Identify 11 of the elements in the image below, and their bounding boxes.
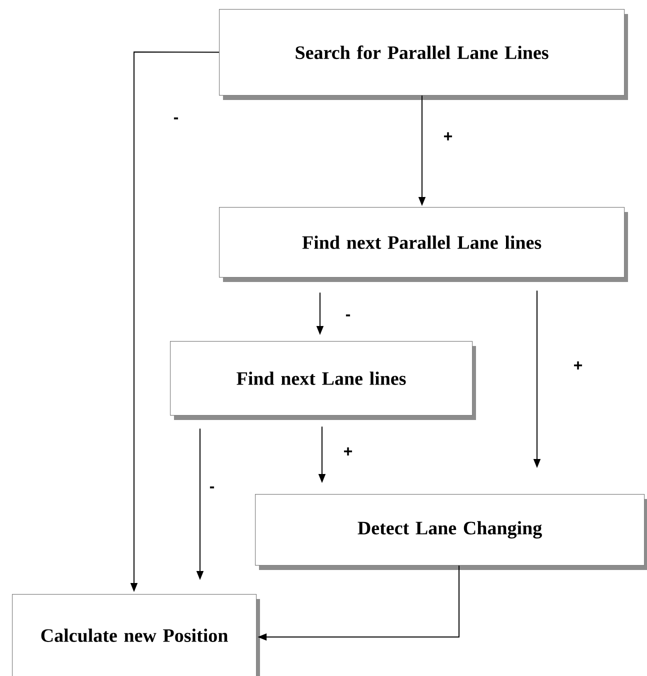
process-box: Search for Parallel Lane Lines bbox=[219, 9, 628, 100]
process-box: Find next Parallel Lane lines bbox=[219, 207, 628, 282]
edge-label: + bbox=[442, 131, 454, 143]
process-box: Find next Lane lines bbox=[170, 341, 476, 420]
edge-label: + bbox=[572, 360, 584, 372]
edge-label: - bbox=[344, 313, 352, 321]
process-box: Detect Lane Changing bbox=[255, 494, 647, 570]
edge-label: + bbox=[342, 446, 354, 458]
edge-label: - bbox=[172, 116, 180, 124]
edge-label: - bbox=[208, 485, 216, 493]
process-box: Calculate new Position bbox=[12, 594, 260, 676]
